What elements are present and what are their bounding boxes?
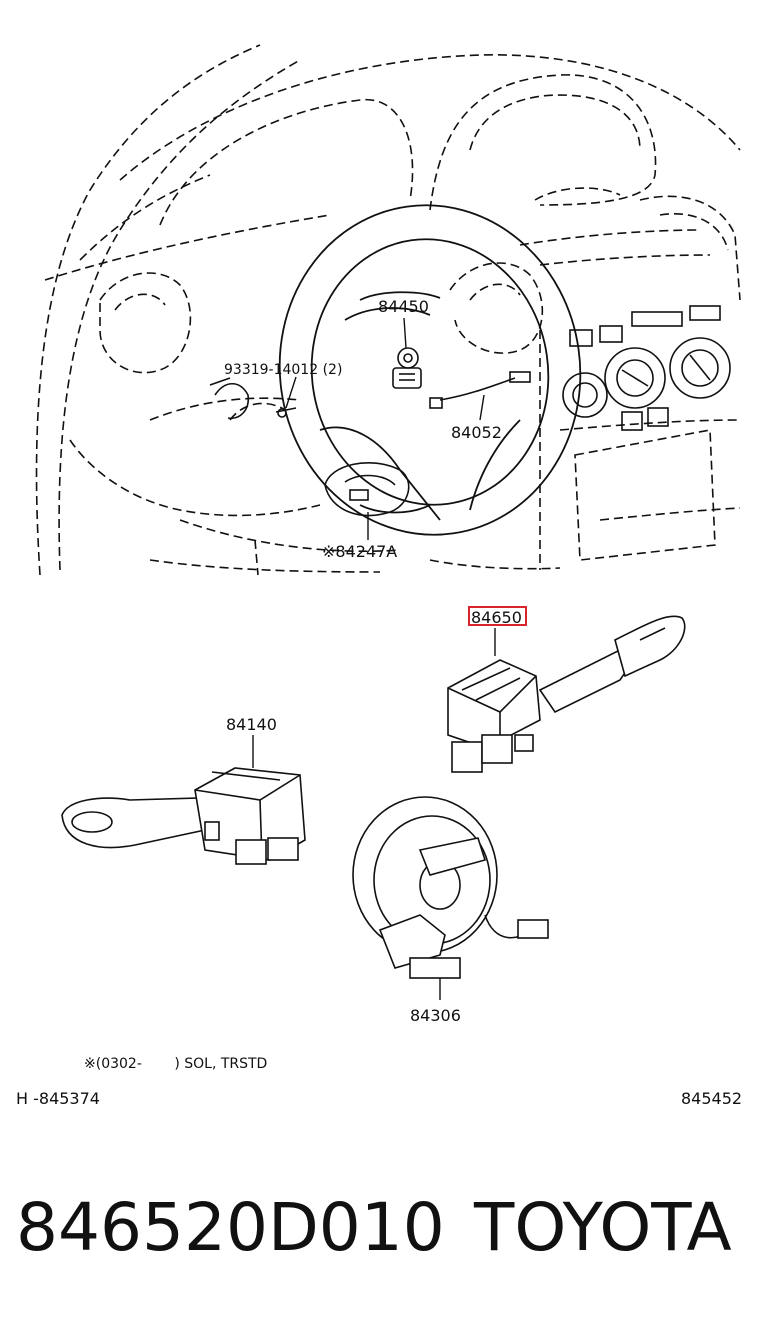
brand-name: TOYOTA bbox=[474, 1189, 732, 1266]
steering-wheel bbox=[278, 204, 582, 536]
part-number: 846520D010 bbox=[16, 1189, 445, 1266]
label-84650: 84650 bbox=[471, 608, 522, 627]
label-84247a: ※84247A bbox=[322, 542, 397, 561]
screw-93319 bbox=[209, 377, 297, 420]
label-84450: 84450 bbox=[378, 297, 429, 316]
label-84140: 84140 bbox=[226, 715, 277, 734]
highlight-box-84650 bbox=[468, 606, 527, 626]
wire-84052 bbox=[429, 371, 531, 409]
right-code: 845452 bbox=[681, 1089, 742, 1108]
label-84306: 84306 bbox=[410, 1006, 461, 1025]
part-84140-switch bbox=[61, 767, 306, 865]
dashboard-outline bbox=[35, 44, 741, 576]
part-84650-switch bbox=[447, 615, 686, 773]
horn-contact-84450 bbox=[392, 347, 422, 389]
console-knobs bbox=[562, 305, 731, 431]
applicability-note: ※(0302- ) SOL, TRSTD bbox=[84, 1056, 267, 1072]
leader-lines bbox=[252, 317, 496, 1000]
left-code: H -845374 bbox=[16, 1089, 100, 1108]
part-84306-spiral-cable bbox=[352, 796, 549, 979]
label-84052: 84052 bbox=[451, 423, 502, 442]
column-cover-84247a bbox=[324, 462, 410, 517]
label-93319: 93319-14012 (2) bbox=[224, 362, 342, 378]
